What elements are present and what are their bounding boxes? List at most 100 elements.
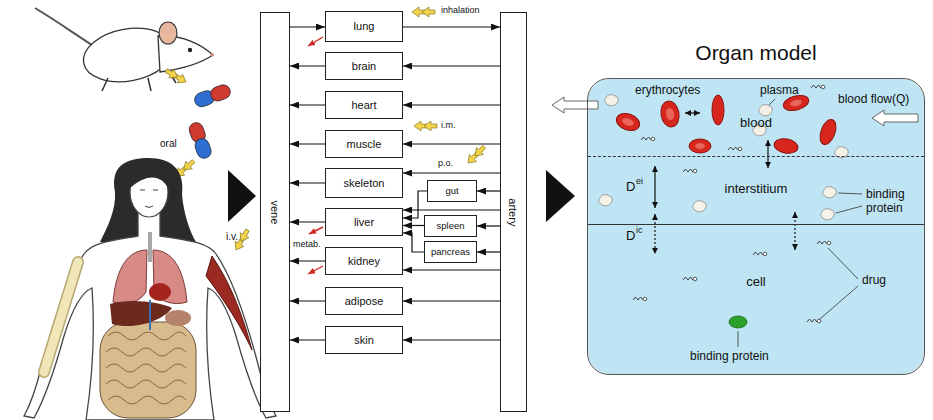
- node-label: cell: [746, 275, 766, 290]
- route-arrow: [414, 121, 437, 131]
- annotation-label: plasma: [760, 84, 799, 98]
- human-figure: [100, 322, 196, 418]
- organ-model-fill: [588, 79, 924, 374]
- capsule: [193, 83, 233, 109]
- route-arrow: [164, 7, 488, 253]
- annotation-label: i.v.: [226, 231, 238, 243]
- erythrocyte: [659, 100, 681, 129]
- annotation-label: ei: [636, 176, 643, 186]
- flow-connector: [290, 104, 325, 105]
- drug-molecule: [817, 241, 831, 245]
- annotation-label: drug: [862, 274, 886, 288]
- node-label: kidney: [348, 255, 380, 268]
- human-figure: [24, 212, 276, 420]
- flow-triangle: [228, 170, 256, 222]
- human-figure: [130, 164, 168, 188]
- flow-connector: [477, 251, 500, 252]
- organ-box: gut: [427, 180, 477, 202]
- leader-line: [836, 206, 862, 213]
- organ-box: spleen: [424, 215, 477, 237]
- erythrocyte: [689, 139, 711, 153]
- drug-molecule: [683, 169, 697, 173]
- human-figure: [149, 300, 151, 330]
- human-figure: [148, 232, 152, 262]
- human-figure: [149, 283, 171, 301]
- flow-connector: [403, 143, 500, 144]
- node-label: vene: [269, 200, 282, 224]
- binding-protein: [759, 105, 772, 116]
- node-label: muscle: [347, 138, 382, 151]
- flow-connector: [290, 182, 325, 183]
- organ-box: skeleton: [325, 168, 403, 198]
- flow-connector: [290, 143, 325, 144]
- exchange-arrow: [767, 140, 768, 168]
- rat-figure: [188, 48, 192, 52]
- leader-line: [738, 99, 862, 347]
- erythrocyte: [773, 137, 799, 155]
- drug-molecule: [728, 147, 742, 151]
- node-label: gut: [445, 186, 458, 197]
- binding-protein: [729, 316, 747, 328]
- binding-protein: [821, 209, 834, 220]
- annotation-label: binding protein: [866, 188, 922, 216]
- node-label: pancreas: [431, 247, 470, 258]
- node-label: brain: [352, 60, 376, 73]
- annotation-label: binding protein: [690, 350, 769, 364]
- organ-box: brain: [325, 52, 403, 80]
- binding-protein: [605, 95, 618, 106]
- node-label: heart: [351, 99, 376, 112]
- organ-box: heart: [325, 91, 403, 119]
- erythrocyte-highlight: [621, 117, 635, 128]
- flow-connector: [290, 65, 325, 66]
- drug-molecule: [811, 85, 825, 89]
- organ-box: pancreas: [424, 241, 477, 263]
- flow-connector: [290, 26, 325, 27]
- exchange-arrow: [685, 112, 700, 113]
- leader-line: [828, 248, 858, 279]
- node-label: skin: [354, 334, 374, 347]
- organ-box: lung: [325, 11, 403, 42]
- rat-figure: [159, 22, 177, 44]
- rat-figure: [35, 8, 92, 45]
- binding-protein: [823, 187, 836, 198]
- organ-box: muscle: [325, 130, 403, 158]
- flow-connector: [403, 191, 427, 218]
- flow-connector: [477, 225, 500, 226]
- flow-connector: [403, 104, 500, 105]
- human-figure: [110, 301, 172, 326]
- drug-molecule: [683, 277, 697, 281]
- flow-connector: [477, 190, 500, 191]
- flow-connector: [290, 221, 325, 222]
- capsule: [193, 137, 213, 161]
- vessel-bar: artery: [500, 12, 527, 412]
- organ-box: kidney: [325, 247, 403, 275]
- erythrocyte-highlight: [621, 99, 802, 149]
- node-label: liver: [354, 216, 374, 229]
- annotation-label: i.m.: [441, 120, 456, 130]
- binding-protein: [693, 201, 706, 212]
- capsule: [209, 83, 233, 103]
- erythrocyte-highlight: [695, 143, 705, 149]
- human-figure: [140, 190, 158, 208]
- erythrocyte: [712, 95, 724, 125]
- route-arrow: [164, 66, 189, 86]
- human-figure: [44, 262, 78, 372]
- rat-figure: [102, 70, 176, 91]
- organ-box: adipose: [325, 287, 403, 315]
- flow-connector: [290, 260, 325, 261]
- flow-connector: [403, 233, 424, 252]
- flow-connector: [403, 26, 500, 27]
- flow-connector: [290, 300, 325, 301]
- flow-arrow: [872, 110, 918, 126]
- binding-protein: [599, 195, 612, 206]
- node-label: skeleton: [344, 177, 385, 190]
- human-figure: [165, 310, 191, 326]
- exchange-arrow: [655, 113, 795, 254]
- annotation-label: metab.: [293, 239, 321, 249]
- human-figure: [206, 256, 252, 350]
- annotation-label: erythrocytes: [635, 84, 700, 98]
- flow-connector: [290, 339, 325, 340]
- leader-line: [738, 331, 739, 347]
